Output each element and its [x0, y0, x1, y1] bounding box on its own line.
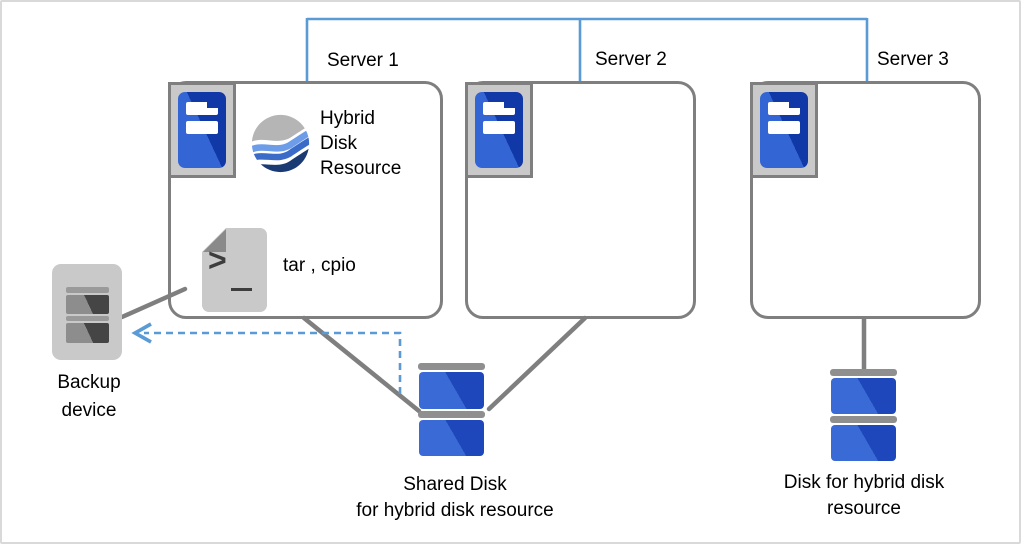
- server2-icon: [465, 82, 533, 178]
- disk-platter-2: [419, 420, 484, 456]
- disk-platter-1: [831, 378, 896, 414]
- shared-disk-label-line2: for hybrid disk resource: [356, 500, 554, 521]
- server1-label: Server 1: [327, 50, 399, 71]
- server-slot-notch: [504, 102, 515, 108]
- server3-icon: [750, 82, 818, 178]
- network-lines: [305, 17, 869, 82]
- backup-arrow: [131, 322, 402, 394]
- server-slot-top: [768, 102, 800, 115]
- hybrid-disk-icon: [830, 369, 897, 461]
- hybrid-label-line3: Resource: [320, 158, 402, 179]
- server-slot-top: [186, 102, 218, 115]
- server-slot-bottom: [186, 121, 218, 134]
- backup-label-line1: Backup: [57, 372, 121, 393]
- backup-arrow-head: [131, 322, 152, 344]
- hybrid-disk-label-line2: resource: [827, 498, 901, 519]
- server-slot-top: [483, 102, 515, 115]
- server3-box: [750, 81, 981, 319]
- hybrid-disk-label-line1: Disk for hybrid disk: [783, 472, 945, 493]
- backup-top-bar: [66, 287, 109, 293]
- server-slot-bottom: [768, 121, 800, 134]
- backup-device-label: Backup device: [24, 369, 154, 425]
- backup-mid-bar: [66, 316, 109, 321]
- server1-box: [168, 81, 443, 319]
- server-slot-bottom: [483, 121, 515, 134]
- disk-cap: [830, 369, 897, 376]
- disk-cap: [418, 363, 485, 370]
- disk-platter-2: [831, 425, 896, 461]
- server-tower-shape: [178, 92, 226, 168]
- hybrid-label-line2: Disk: [320, 133, 357, 154]
- prompt-glyph: >: [208, 242, 227, 278]
- disk-divider: [418, 411, 485, 418]
- hybrid-disk-label: Disk for hybrid disk resource: [736, 470, 992, 522]
- shared-disk-icon: [418, 363, 485, 456]
- line-backup-server1: [119, 286, 188, 320]
- server3-label: Server 3: [877, 49, 949, 70]
- server2-label: Server 2: [595, 49, 667, 70]
- backup-bay-1: [66, 295, 109, 314]
- globe-mid-blue-band: [251, 135, 310, 163]
- server-slot-notch: [207, 102, 218, 108]
- backup-device-icon: [52, 264, 122, 360]
- server-slot-notch: [789, 102, 800, 108]
- backup-bay-2: [66, 323, 109, 343]
- backup-label-line2: device: [61, 400, 117, 421]
- server-tower-shape: [760, 92, 808, 168]
- hybrid-disk-resource-icon: [251, 114, 310, 173]
- shared-disk-label: Shared Disk for hybrid disk resource: [327, 472, 583, 524]
- server1-icon: [168, 82, 236, 178]
- script-tools-label: tar , cpio: [283, 255, 356, 276]
- line-server2-shared-disk: [486, 315, 588, 412]
- disk-platter-1: [419, 372, 484, 409]
- hybrid-label-line1: Hybrid: [320, 108, 375, 129]
- server-tower-shape: [475, 92, 523, 168]
- hybrid-disk-resource-label: Hybrid Disk Resource: [320, 106, 401, 181]
- shared-disk-label-line1: Shared Disk: [403, 474, 507, 495]
- disk-divider: [830, 416, 897, 423]
- script-file-icon: >: [202, 228, 267, 312]
- server2-box: [465, 81, 696, 319]
- backup-arrow-dashed-line: [144, 331, 402, 394]
- cursor-underscore: [231, 288, 252, 291]
